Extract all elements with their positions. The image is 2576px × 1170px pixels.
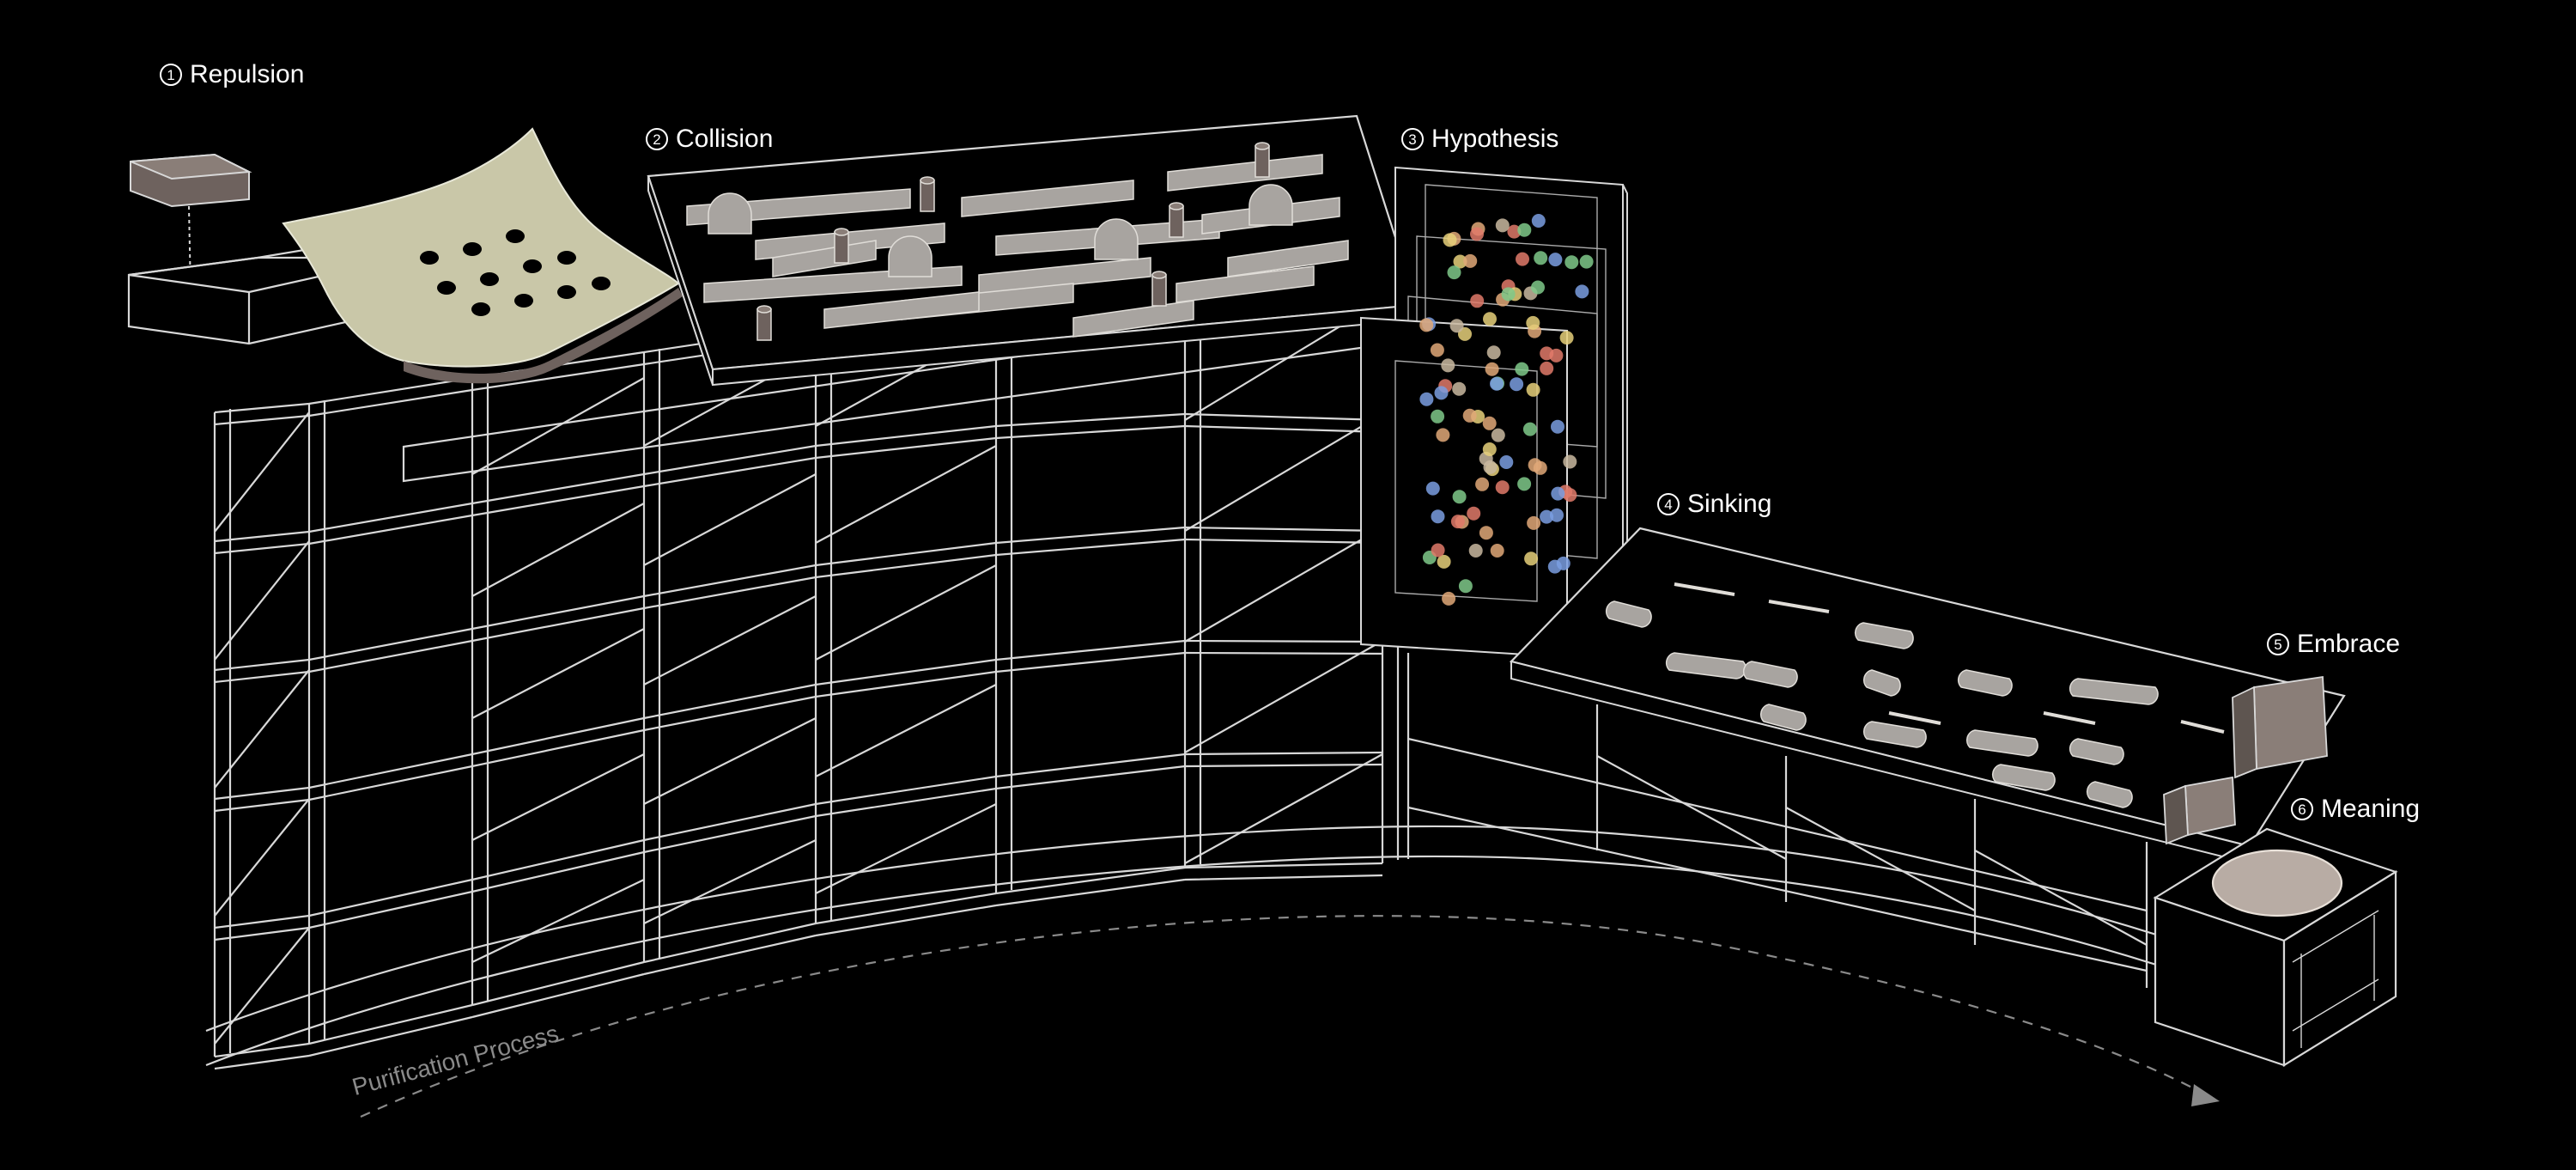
process-arrow bbox=[360, 915, 2220, 1118]
repulsion-module bbox=[127, 127, 683, 384]
stage-number: 4 bbox=[1657, 493, 1680, 515]
stage-title: Collision bbox=[676, 125, 774, 153]
stage-label-hypothesis: 3 Hypothesis bbox=[1401, 125, 1558, 154]
stage-title: Embrace bbox=[2297, 630, 2401, 658]
collision-module bbox=[647, 114, 1419, 387]
stage-title: Meaning bbox=[2321, 795, 2421, 823]
embrace-module bbox=[2163, 675, 2328, 845]
stage-title: Hypothesis bbox=[1431, 125, 1559, 153]
stage-title: Repulsion bbox=[190, 60, 305, 88]
stage-number: 3 bbox=[1401, 128, 1424, 150]
stage-label-collision: 2 Collision bbox=[646, 125, 773, 154]
stage-title: Sinking bbox=[1687, 490, 1772, 518]
scaffold-frame bbox=[205, 297, 2251, 1070]
stage-label-embrace: 5 Embrace bbox=[2267, 630, 2400, 659]
stage-label-repulsion: 1 Repulsion bbox=[160, 60, 304, 89]
hypothesis-module bbox=[1360, 166, 1628, 659]
stage-number: 2 bbox=[646, 128, 668, 150]
stage-number: 5 bbox=[2267, 633, 2289, 655]
stage-number: 6 bbox=[2291, 798, 2313, 820]
stage-label-meaning: 6 Meaning bbox=[2291, 795, 2420, 824]
meaning-module bbox=[2153, 827, 2398, 1067]
stage-number: 1 bbox=[160, 64, 182, 86]
stage-label-sinking: 4 Sinking bbox=[1657, 490, 1771, 519]
